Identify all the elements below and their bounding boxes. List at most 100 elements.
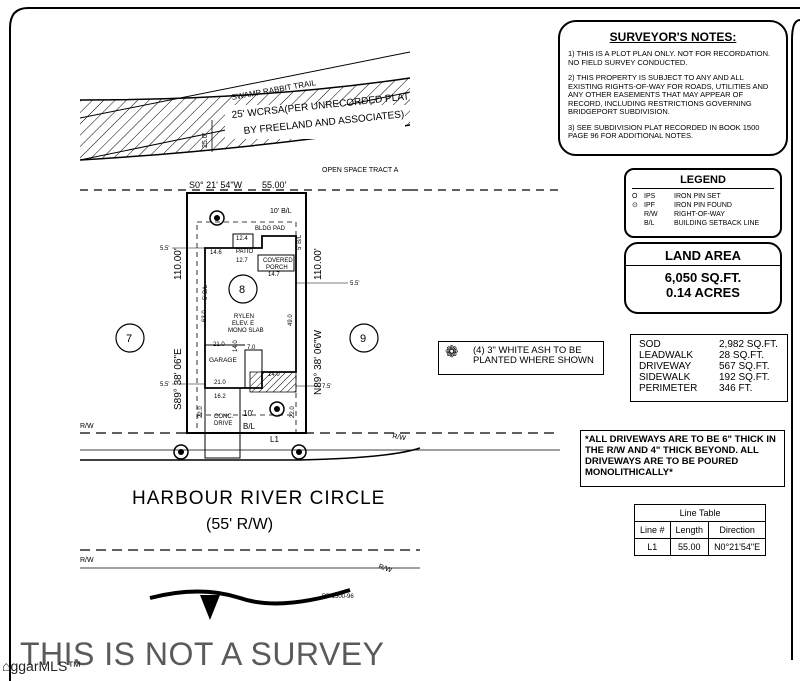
dim-label: 16.2 (214, 394, 226, 400)
dim-label: 5.5' (160, 246, 170, 252)
dim-label: 22.0 (290, 406, 296, 418)
line-table-header: Direction (708, 521, 767, 539)
dim-label: 12.4 (236, 236, 248, 242)
line-table-header: Length (669, 521, 710, 539)
legend-abbr: B/L (644, 220, 655, 227)
easement-label-bg (225, 105, 405, 139)
legend-desc: BUILDING SETBACK LINE (674, 220, 760, 227)
dim-label: 7.5' (322, 384, 332, 390)
easement-width: 25.0' (202, 133, 209, 148)
mls-logo-text: ggarMLS™ (10, 658, 82, 674)
side-setback-right: 5' B/L (297, 234, 303, 250)
legend-abbr: R/W (644, 211, 658, 218)
legend-title: LEGEND (632, 174, 774, 189)
drive-label-2: DRIVE (214, 421, 232, 427)
legend-symbol (632, 219, 644, 228)
land-area-title: LAND AREA (626, 248, 780, 266)
line-table: Line Table Line # Length Direction L1 55… (633, 504, 767, 556)
leadwalk-hatch (249, 371, 297, 393)
tree-note-box: ❁ (4) 3" WHITE ASH TO BE PLANTED WHERE S… (438, 341, 604, 375)
dim-label: 7.0 (247, 345, 256, 351)
iron-pin-set-icon: O (632, 193, 638, 200)
surveyor-note: 3) SEE SUBDIVISION PLAT RECORDED IN BOOK… (568, 122, 760, 140)
surveyor-notes-title: SURVEYOR'S NOTES: (609, 30, 737, 44)
tree-symbol (209, 210, 225, 226)
line-table-header: Line # (634, 521, 671, 539)
legend-symbol (632, 210, 644, 219)
driveway-note-box: *ALL DRIVEWAYS ARE TO BE 6" THICK IN THE… (580, 430, 785, 487)
tree-icon: ❁ (445, 344, 459, 361)
porch-label: COVERED (263, 258, 293, 264)
patio (232, 233, 254, 249)
right-sheet-border (791, 19, 800, 660)
dim-label: 14.0 (268, 372, 280, 378)
quantity-row: SOD 2,982 SQ.FT. (639, 339, 779, 350)
dim-label: 5.5' (350, 281, 360, 287)
line-table-cell: N0°21'54"E (708, 538, 767, 556)
left-length: 110.00' (173, 248, 184, 280)
dim-label: 14.6 (210, 250, 222, 256)
quantity-label: DRIVEWAY (639, 361, 692, 372)
pb-flourish (149, 588, 351, 606)
quantity-value: 346 FT. (719, 383, 753, 394)
quantity-label: SOD (639, 339, 661, 350)
lot-7-circle (115, 323, 145, 353)
rw-label-top-right: R/W (392, 433, 407, 442)
rear-setback: 10' B/L (270, 208, 292, 215)
iron-pin-found-icon: ⊙ (632, 202, 638, 209)
house-model: RYLEN (234, 314, 254, 320)
north-arrow (200, 595, 220, 620)
lot-7-number: 7 (126, 333, 132, 345)
house-elevation: ELEV. E (232, 321, 254, 327)
line-table-cell: L1 (634, 538, 671, 556)
patio-label: PATIO (236, 249, 253, 255)
quantity-value: 567 SQ.FT. (719, 361, 770, 372)
surveyor-notes-box: SURVEYOR'S NOTES: 1) THIS IS A PLOT PLAN… (558, 20, 788, 156)
quantity-value: 2,982 SQ.FT. (719, 339, 778, 350)
sheet-border (9, 7, 800, 681)
legend-row: R/W RIGHT-OF-WAY (632, 210, 774, 219)
drive-label: CONC. (214, 414, 234, 420)
land-area-acres: 0.14 ACRES (666, 285, 740, 300)
quantity-label: PERIMETER (639, 383, 698, 394)
legend-row: ⊙ IPF IRON PIN FOUND (632, 201, 774, 210)
quantity-label: SIDEWALK (639, 372, 691, 383)
quantity-row: DRIVEWAY 567 SQ.FT. (639, 361, 779, 372)
dim-label: 63.0 (202, 310, 208, 322)
quantity-row: SIDEWALK 192 SQ.FT. (639, 372, 779, 383)
side-setback-left: 5' B/L (203, 284, 209, 300)
rw-label-bottom-left: R/W (80, 557, 94, 564)
legend-desc: IRON PIN SET (674, 193, 721, 200)
dim-label: 14.7 (268, 272, 280, 278)
tree-symbol (269, 401, 285, 417)
easement-top-edge (79, 77, 411, 101)
driveway (204, 387, 241, 459)
rw-label-top-left: R/W (80, 423, 94, 430)
tree-symbol (291, 444, 307, 460)
left-bearing: S89° 38' 06"E (173, 348, 184, 410)
legend-row: B/L BUILDING SETBACK LINE (632, 219, 774, 228)
legend-desc: RIGHT-OF-WAY (674, 211, 725, 218)
dim-label: 5.5' (160, 382, 170, 388)
dim-label: 14.0 (233, 340, 239, 352)
tree-symbol (173, 444, 189, 460)
front-setback: 10' (243, 409, 254, 418)
legend-desc: IRON PIN FOUND (674, 202, 732, 209)
covered-porch (257, 254, 295, 272)
house-icon: ⌂ (2, 658, 11, 674)
dim-label: 21.0 (214, 380, 226, 386)
driveway-note-text: *ALL DRIVEWAYS ARE TO BE 6" THICK IN THE… (585, 434, 776, 478)
legend-abbr: IPF (644, 202, 655, 209)
garage-label: GARAGE (209, 357, 237, 364)
quantity-value: 192 SQ.FT. (719, 372, 770, 383)
land-area-box: LAND AREA 6,050 SQ.FT. 0.14 ACRES (624, 242, 782, 314)
front-setback-bl: B/L (243, 422, 256, 431)
quantity-value: 28 SQ.FT. (719, 350, 765, 361)
lot-8-circle (228, 274, 258, 304)
surveyor-note: 2) THIS PROPERTY IS SUBJECT TO ANY AND A… (568, 73, 769, 116)
line-table-cell: 55.00 (669, 538, 710, 556)
bldg-pad-label: BLDG PAD (255, 226, 286, 232)
table-row: L1 55.00 N0°21'54"E (634, 538, 767, 556)
